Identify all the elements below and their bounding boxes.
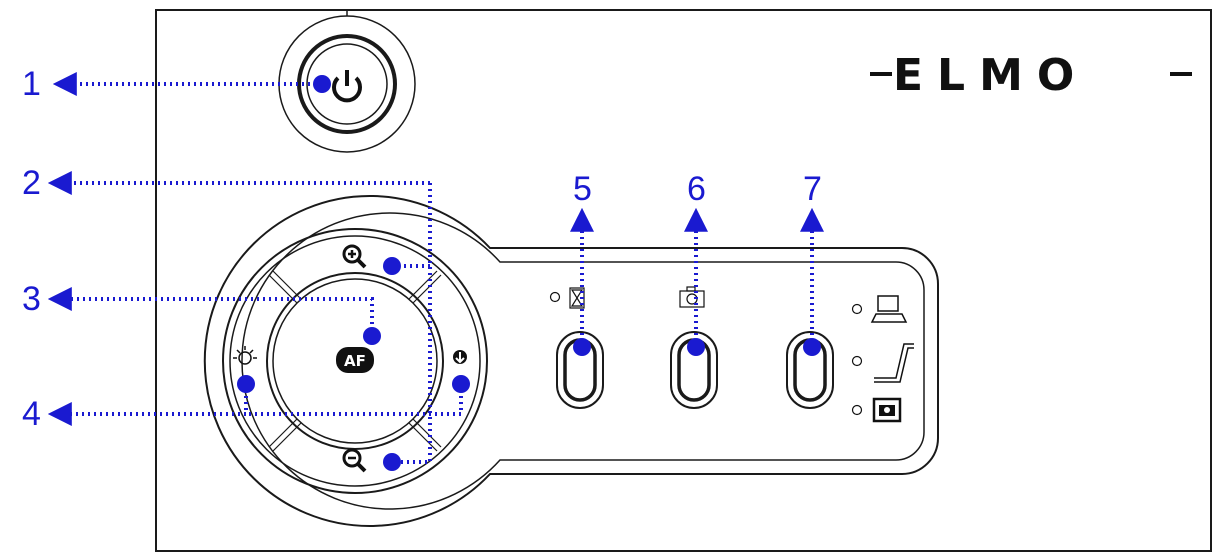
camera-outline-icon — [679, 286, 705, 308]
hold-indicator-led — [549, 291, 561, 303]
brightness-icon — [233, 346, 257, 365]
af-label: AF — [344, 352, 366, 370]
callout-5-dot — [573, 338, 591, 356]
zoom-in-icon — [342, 244, 367, 269]
callout-number-5: 5 — [573, 170, 592, 208]
callout-number-1: 1 — [22, 65, 41, 103]
zoom-in-button[interactable] — [342, 244, 367, 269]
callout-number-3: 3 — [22, 280, 41, 318]
callout-1-dot — [313, 75, 331, 93]
callout-3-dot — [363, 327, 381, 345]
pc-input-icon — [870, 295, 908, 323]
panel-body-outline — [203, 195, 939, 527]
zoom-out-button[interactable] — [342, 448, 367, 473]
brightness-up-button[interactable] — [233, 346, 257, 365]
callout-6-dot — [687, 338, 705, 356]
panel-frame — [155, 9, 1212, 552]
callout-number-4: 4 — [22, 395, 41, 433]
zoom-out-icon — [342, 448, 367, 473]
power-button[interactable] — [278, 10, 416, 153]
control-ring — [222, 228, 488, 494]
callout-number-2: 2 — [22, 164, 41, 202]
pc-indicator-led — [851, 303, 863, 315]
brightness-down-button[interactable] — [453, 350, 467, 364]
callout-number-6: 6 — [687, 170, 706, 208]
arrow-down-circle-icon — [453, 350, 467, 364]
callout-4-line-right — [246, 384, 463, 416]
power-icon — [332, 70, 362, 103]
camera-arm-icon — [874, 343, 914, 383]
callout-2-dot-top — [383, 257, 401, 275]
callout-4-dot-right — [452, 375, 470, 393]
autofocus-button[interactable]: AF — [336, 347, 374, 373]
callout-7-dot — [803, 338, 821, 356]
callout-2-dot-bottom — [383, 453, 401, 471]
callout-number-7: 7 — [803, 170, 822, 208]
elmo-logo-text: ELMO — [893, 50, 1088, 101]
callout-4-line-left — [47, 384, 248, 426]
camera-filled-icon — [872, 397, 902, 423]
callout-4-dot-left — [237, 375, 255, 393]
elmo-logo: ELMO — [870, 50, 1192, 101]
sd-indicator-led — [851, 404, 863, 416]
callout-3-line — [47, 287, 374, 336]
camera-indicator-led — [851, 355, 863, 367]
